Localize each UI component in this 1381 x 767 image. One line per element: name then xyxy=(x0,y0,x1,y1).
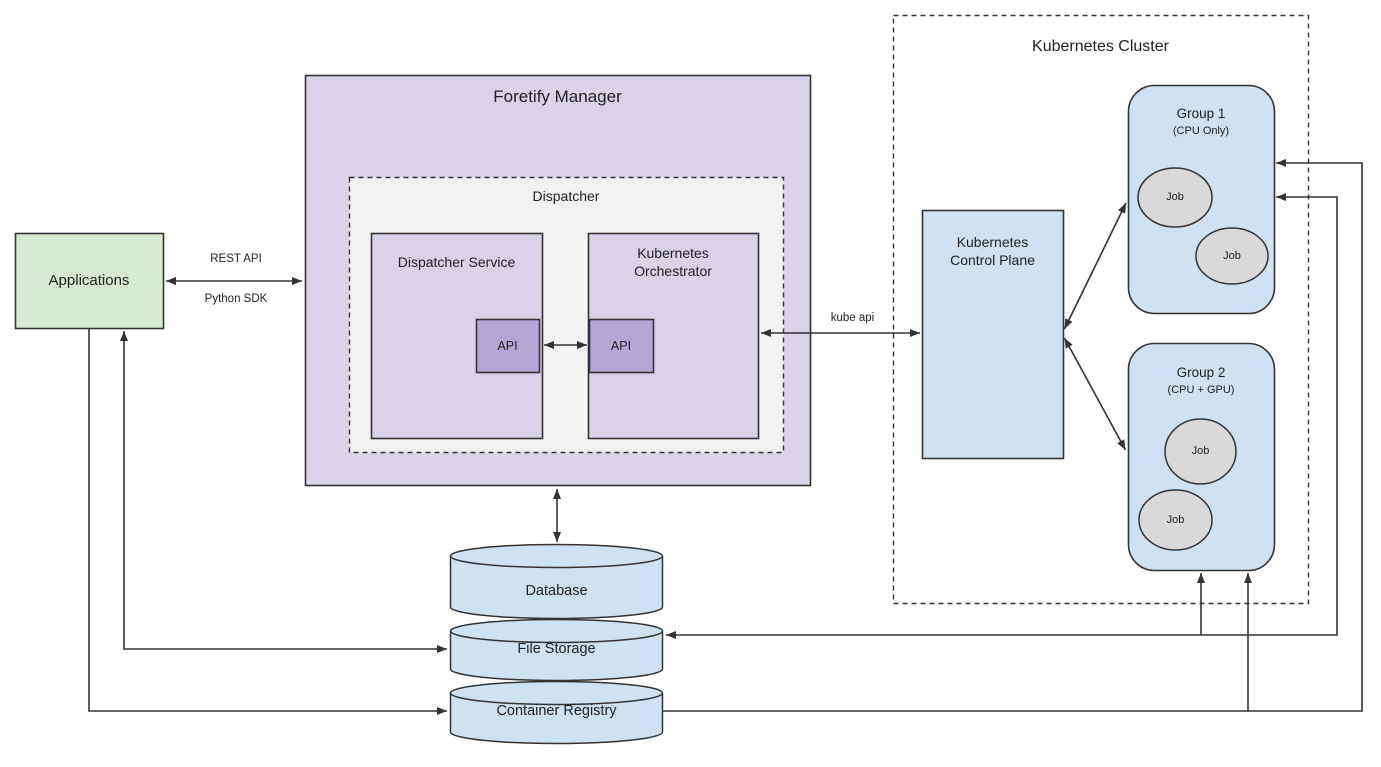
database-cylinder xyxy=(449,543,664,620)
applications-box xyxy=(14,232,165,330)
edge-filestorage-group1 xyxy=(666,193,1338,639)
edge-applications-filestorage xyxy=(120,331,447,653)
orchestrator-api-box xyxy=(588,318,655,374)
group2-job1-ellipse xyxy=(1164,418,1237,485)
group1-job2-ellipse xyxy=(1195,227,1269,285)
edge-applications-containerregistry xyxy=(88,328,447,715)
edge-containerregistry-group1 xyxy=(663,159,1363,712)
dispatcher-service-api-box xyxy=(475,318,541,374)
edge-controlplane-group2 xyxy=(1063,337,1127,451)
edge-controlplane-group1 xyxy=(1063,202,1127,330)
group2-job2-ellipse xyxy=(1138,489,1213,551)
file-storage-cylinder xyxy=(449,618,664,682)
control-plane-box xyxy=(921,209,1065,460)
container-registry-cylinder xyxy=(449,680,664,745)
group1-job1-ellipse xyxy=(1137,167,1213,228)
